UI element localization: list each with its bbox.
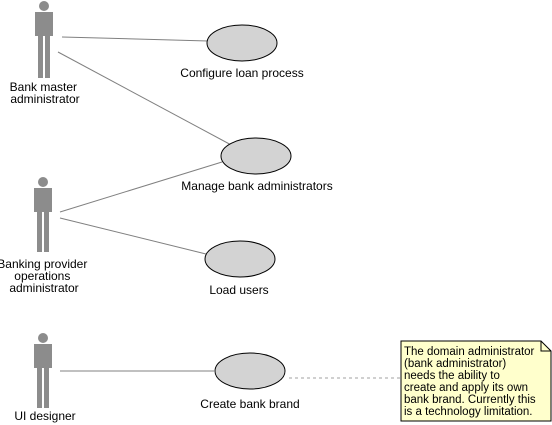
actor-figure xyxy=(34,177,52,252)
use-case-label-load-users: Load users xyxy=(209,283,268,297)
use-case-label-configure-loan-process: Configure loan process xyxy=(180,66,303,80)
use-case-manage-bank-administrators xyxy=(220,137,292,175)
associations xyxy=(57,36,401,379)
actor-label-ui-designer: UI designer xyxy=(14,409,75,423)
use-case-load-users xyxy=(204,240,276,278)
actor-figure xyxy=(35,1,53,78)
use-case-label-create-bank-brand: Create bank brand xyxy=(200,397,299,411)
use-case-create-bank-brand xyxy=(214,352,286,390)
association-provider-load xyxy=(59,217,207,255)
actor-label-banking-provider-operations-administrator: Banking provider operations administrato… xyxy=(0,257,91,295)
use-case-configure-loan-process xyxy=(206,24,278,62)
actor-figure xyxy=(34,333,52,408)
association-master-configure xyxy=(61,36,209,42)
note-text: The domain administrator (bank administr… xyxy=(404,346,539,418)
note: The domain administrator (bank administr… xyxy=(400,340,552,422)
actor-label-bank-master-administrator: Bank master administrator xyxy=(10,80,81,106)
use-case-label-manage-bank-administrators: Manage bank administrators xyxy=(181,179,332,193)
association-provider-manage xyxy=(59,161,223,213)
association-master-manage xyxy=(57,51,236,148)
